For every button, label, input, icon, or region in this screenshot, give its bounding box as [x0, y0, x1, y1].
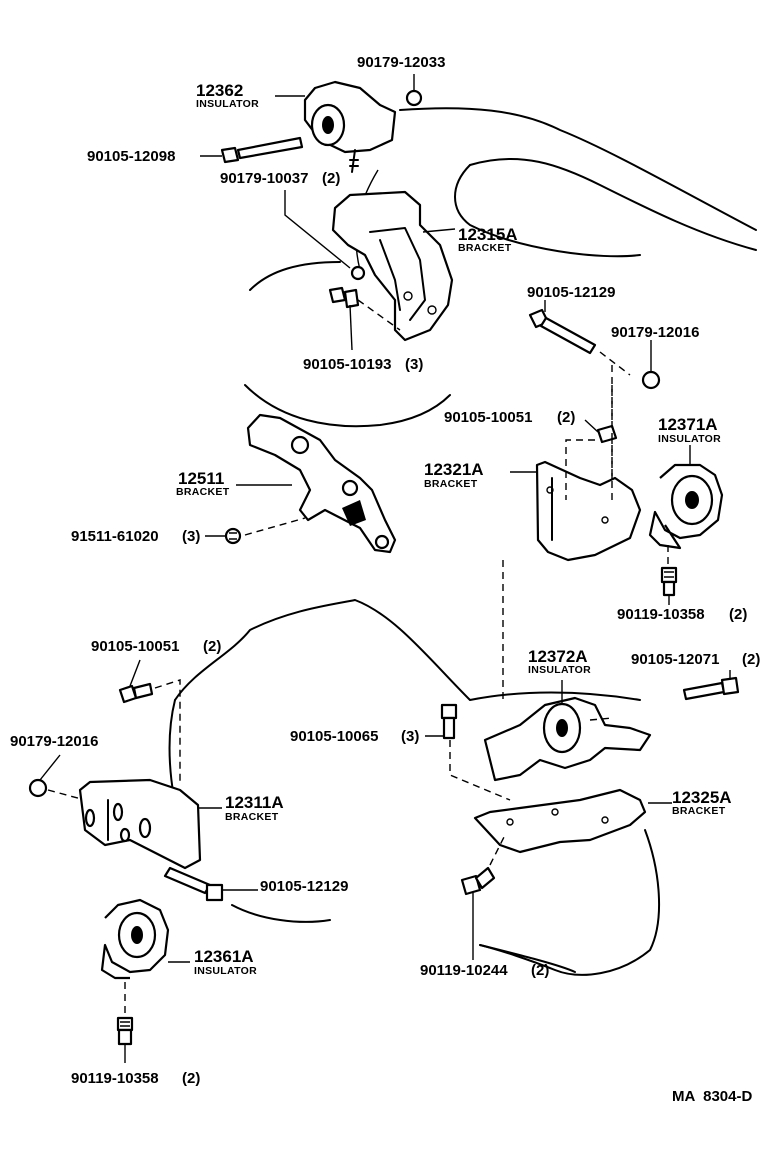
label-12371A: 12371A [658, 415, 718, 434]
label-12325A-name: BRACKET [672, 805, 726, 817]
label-90105-10051-upper-qty: (2) [557, 409, 575, 426]
bolt-90119-10244 [460, 834, 506, 960]
label-90119-10358-right-qty: (2) [729, 606, 747, 623]
bracket-12325A [473, 788, 672, 854]
label-12321A: 12321A [424, 460, 484, 479]
nut-90179-12016-lower [28, 754, 86, 801]
bracket-12315A [331, 190, 456, 342]
bolt-90119-10358-left [116, 1016, 134, 1063]
label-12311A-name: BRACKET [225, 811, 279, 823]
bracket-12311A [78, 778, 222, 870]
label-90105-10051-lower-qty: (2) [203, 638, 221, 655]
label-90105-12071-qty: (2) [742, 651, 760, 668]
label-12362: 12362 [196, 81, 243, 100]
bolt-90105-10065 [425, 703, 511, 801]
insulator-12362 [303, 80, 397, 173]
label-90105-12129-upper: 90105-12129 [527, 284, 615, 301]
label-90179-12016-upper: 90179-12016 [611, 324, 699, 341]
bolt-90105-10051-lower [118, 659, 181, 785]
bracket-12321A [510, 460, 642, 562]
label-90119-10358-left: 90119-10358 [71, 1070, 159, 1087]
label-90105-10065-qty: (3) [401, 728, 419, 745]
labels: 90179-12033 12362 INSULATOR 90105-12098 … [10, 54, 760, 1105]
label-12325A: 12325A [672, 788, 732, 807]
label-12511-name: BRACKET [176, 486, 230, 498]
bolt-90105-12098 [200, 136, 304, 164]
label-12371A-name: INSULATOR [658, 433, 721, 445]
label-91511-61020-qty: (3) [182, 528, 200, 545]
label-90105-12098: 90105-12098 [87, 148, 175, 165]
label-90105-10065: 90105-10065 [290, 728, 378, 745]
label-90119-10244-qty: (2) [531, 962, 549, 979]
label-12311A: 12311A [225, 793, 284, 812]
label-90119-10244: 90119-10244 [420, 962, 508, 979]
label-90105-10193: 90105-10193 [303, 356, 391, 373]
bracket-12511 [244, 413, 397, 554]
label-90105-10051-upper: 90105-10051 [444, 409, 532, 426]
label-12511: 12511 [178, 469, 224, 488]
label-12315A-name: BRACKET [458, 242, 512, 254]
insulator-12371A [648, 445, 724, 565]
label-12315A: 12315A [458, 225, 518, 244]
insulator-12361A [100, 898, 190, 1015]
transmission-outline [168, 599, 661, 976]
insulator-12372A [483, 680, 652, 782]
label-90179-10037-qty: (2) [322, 170, 340, 187]
nut-91511-61020 [205, 527, 242, 545]
label-90179-12033: 90179-12033 [357, 54, 445, 71]
label-90105-10193-qty: (3) [405, 356, 423, 373]
label-12321A-name: BRACKET [424, 478, 478, 490]
engine-outline [244, 107, 757, 428]
label-90105-10051-lower: 90105-10051 [91, 638, 179, 655]
bolt-90119-10358-right [660, 566, 678, 605]
label-90105-12129-lower: 90105-12129 [260, 878, 348, 895]
label-90179-10037: 90179-10037 [220, 170, 308, 187]
label-90179-12016-lower: 90179-12016 [10, 733, 98, 750]
label-12362-name: INSULATOR [196, 98, 259, 110]
bolt-90105-12071 [682, 670, 740, 701]
nut-90179-12033 [405, 74, 423, 107]
bolt-90105-12129-lower [163, 866, 258, 902]
label-12372A-name: INSULATOR [528, 664, 591, 676]
label-90119-10358-right: 90119-10358 [617, 606, 705, 623]
diagram-code: MA 8304-D [672, 1088, 752, 1105]
bolt-90105-10193 [328, 286, 401, 351]
label-91511-61020: 91511-61020 [71, 528, 159, 545]
nut-90179-12016-upper [611, 340, 661, 500]
label-90119-10358-left-qty: (2) [182, 1070, 200, 1087]
bolt-90105-12129-upper [528, 300, 631, 376]
label-12361A: 12361A [194, 947, 254, 966]
nut-90179-10037 [284, 190, 366, 281]
label-90105-12071: 90105-12071 [631, 651, 719, 668]
label-12372A: 12372A [528, 647, 588, 666]
label-12361A-name: INSULATOR [194, 965, 257, 977]
